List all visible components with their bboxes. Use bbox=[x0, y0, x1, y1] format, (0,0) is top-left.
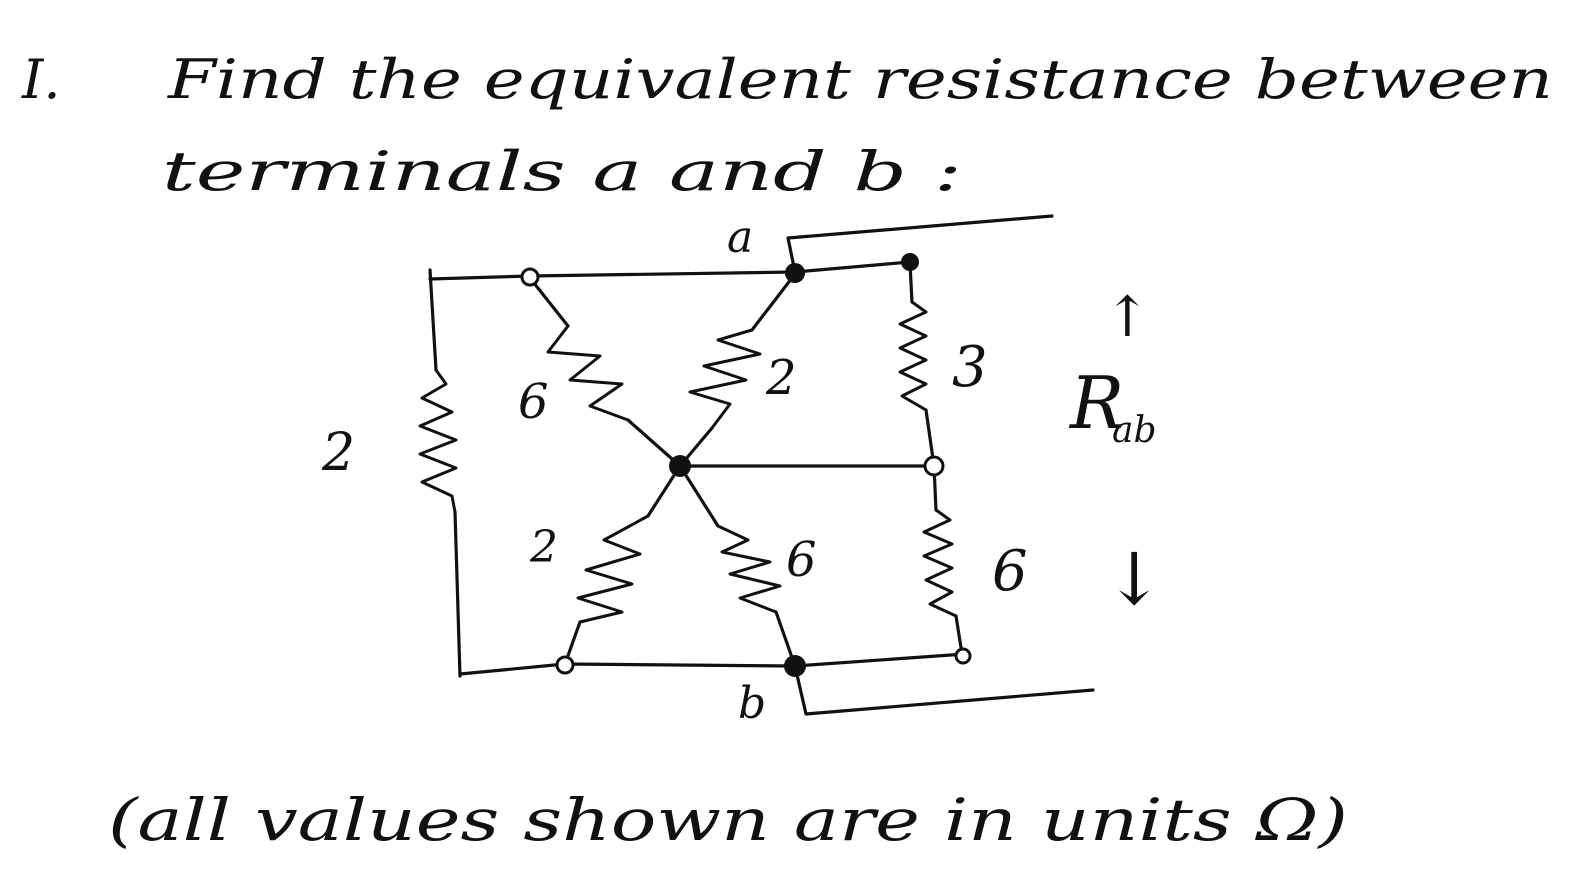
rab-label: R bbox=[1068, 361, 1124, 445]
rab-label-subscript: ab bbox=[1112, 410, 1157, 451]
resistor-upper-right bbox=[898, 300, 928, 412]
terminal-a-lead bbox=[786, 214, 1054, 274]
terminal-a-label: a bbox=[727, 212, 753, 263]
rab-arrow-up: ↑ bbox=[1104, 285, 1151, 350]
left-wire-bottom bbox=[453, 510, 462, 678]
units-note: (all values shown are in units Ω) bbox=[108, 786, 1348, 854]
top-rail bbox=[428, 260, 912, 281]
upper-left-diag-lead1 bbox=[528, 276, 570, 328]
node-bottom-left bbox=[555, 655, 575, 675]
resistor-lower-left-diag-label: 2 bbox=[529, 522, 558, 573]
node-a bbox=[785, 263, 805, 283]
node-bottom-right bbox=[954, 647, 972, 665]
upper-mid-diag-lead1 bbox=[750, 272, 797, 332]
resistor-upper-right-label: 3 bbox=[952, 335, 988, 400]
node-top-right bbox=[901, 253, 919, 271]
resistor-lower-right bbox=[922, 508, 958, 618]
node-b bbox=[784, 655, 806, 677]
resistor-upper-left-diag bbox=[546, 324, 630, 422]
problem-text-line1: Find the equivalent resistance between bbox=[167, 48, 1553, 111]
upper-left-diag-lead2 bbox=[626, 418, 682, 468]
node-center bbox=[669, 455, 691, 477]
left-wire-top bbox=[428, 268, 438, 372]
resistor-upper-mid-diag bbox=[688, 328, 762, 430]
resistor-lower-mid-diag-label: 6 bbox=[786, 532, 817, 588]
resistor-upper-left-diag-label: 6 bbox=[518, 374, 549, 430]
terminal-b-label: b bbox=[738, 678, 766, 729]
resistor-lower-left-diag bbox=[576, 514, 650, 624]
lower-mid-diag-lead1 bbox=[678, 464, 720, 528]
rab-arrow-down: ↓ bbox=[1104, 537, 1164, 621]
resistor-left-label: 2 bbox=[321, 423, 355, 483]
bottom-rail bbox=[458, 652, 967, 676]
terminal-b-lead bbox=[793, 664, 1095, 716]
problem-text-line2: terminals a and b : bbox=[162, 140, 962, 203]
node-top-left bbox=[520, 267, 540, 287]
resistor-left bbox=[418, 368, 458, 514]
resistor-upper-mid-diag-label: 2 bbox=[765, 350, 797, 406]
node-mid-right bbox=[923, 455, 945, 477]
problem-number: I. bbox=[21, 48, 61, 111]
lower-right-lead2 bbox=[954, 614, 964, 656]
resistor-lower-mid-diag bbox=[716, 524, 782, 614]
resistor-lower-right-label: 6 bbox=[992, 539, 1028, 604]
